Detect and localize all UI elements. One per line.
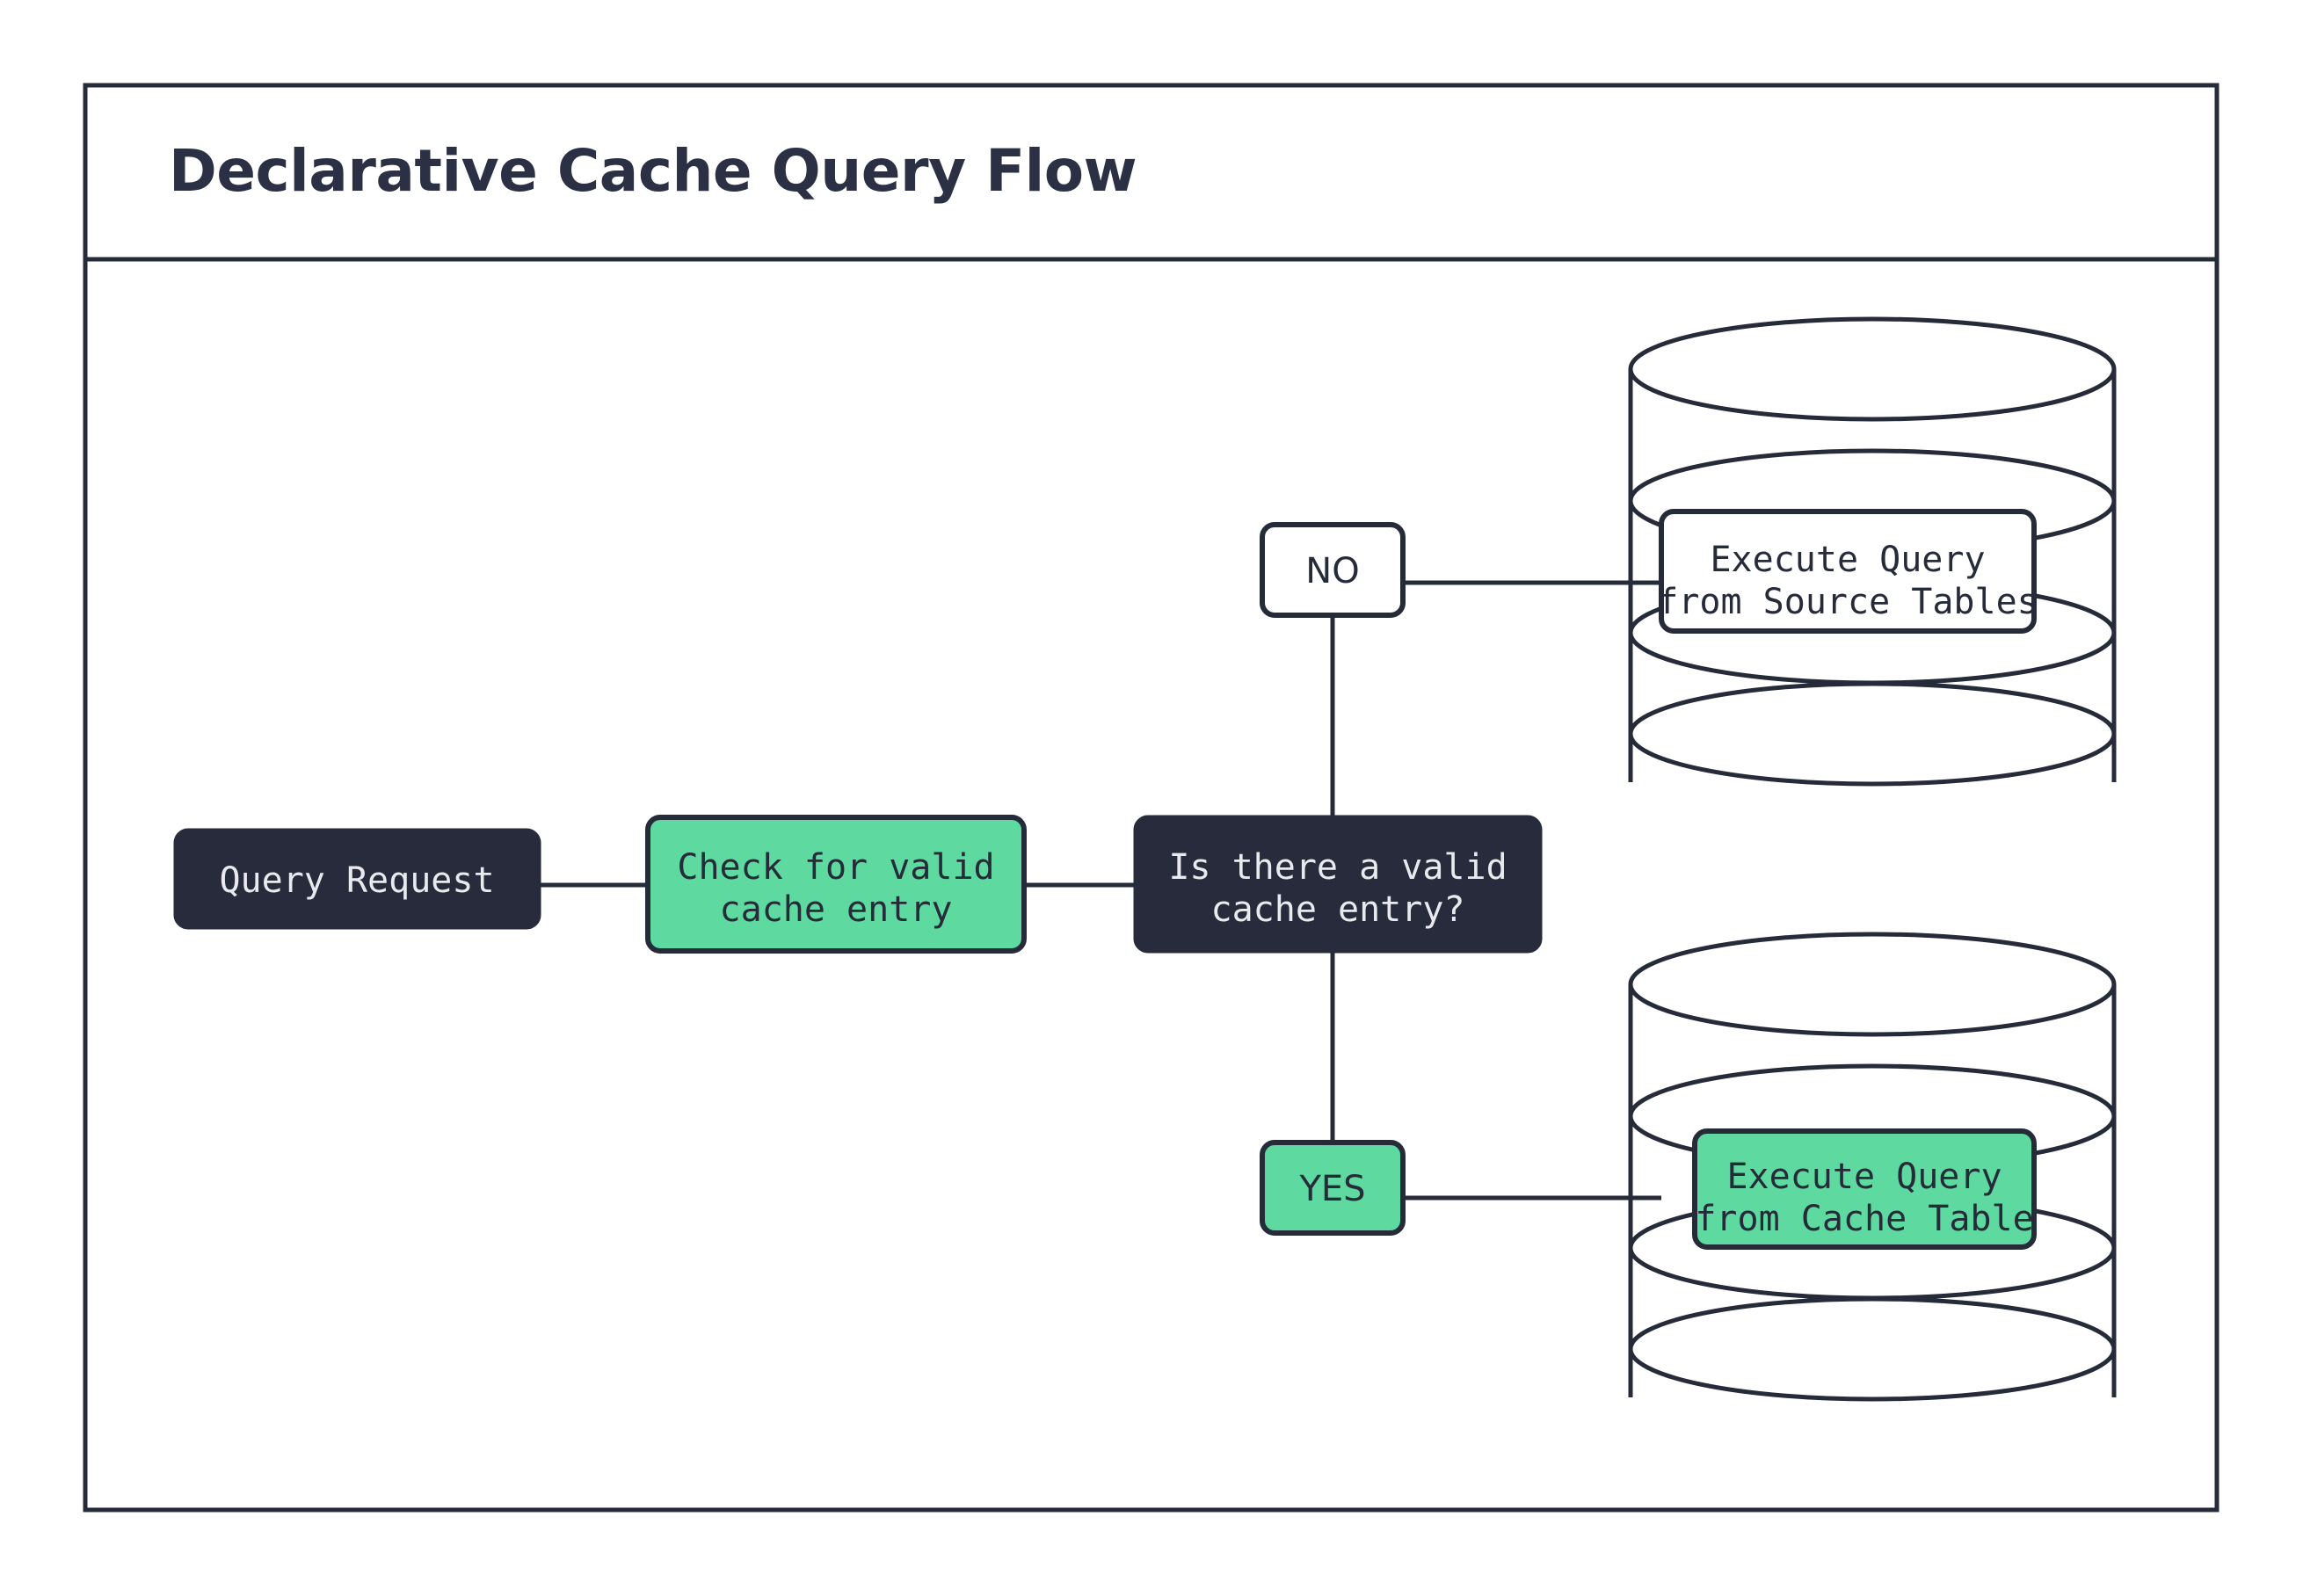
db-disc-bottom [1628, 1296, 2117, 1402]
query-request-box [173, 828, 541, 930]
node-decision-valid-cache[interactable]: Is there a valid cache entry? [1133, 815, 1543, 954]
cache-table-label-plate [1692, 1128, 2037, 1250]
decision-box [1133, 815, 1543, 954]
source-tables-label-line2: from Source Tables [1657, 582, 2038, 622]
edge-label-no[interactable]: NO [1260, 522, 1406, 618]
node-check-cache[interactable]: Check for valid cache entry [645, 815, 1027, 954]
db-disc-top [1628, 316, 2117, 422]
query-request-label: Query Request [219, 860, 494, 901]
no-label-text: NO [1305, 551, 1359, 591]
source-tables-label-line1: Execute Query [1710, 540, 1985, 580]
db-disc-top [1628, 932, 2117, 1037]
edge-label-yes[interactable]: YES [1260, 1140, 1406, 1236]
yes-label-box [1260, 1140, 1406, 1236]
cache-table-label-line2: from Cache Table [1695, 1199, 2033, 1239]
page-title: Declarative Cache Query Flow [169, 137, 1137, 205]
source-tables-label-plate [1659, 509, 2037, 634]
check-cache-box [645, 815, 1027, 954]
check-cache-label-line1: Check for valid [677, 847, 994, 888]
diagram-frame [83, 83, 2219, 1513]
yes-label-text: YES [1298, 1169, 1365, 1209]
no-label-box [1260, 522, 1406, 618]
cache-table-label-line1: Execute Query [1726, 1157, 2002, 1197]
check-cache-label-line2: cache entry [720, 889, 953, 930]
db-disc-bottom [1628, 681, 2117, 787]
source-tables-db-cylinder[interactable]: Execute Query from Source Tables [1628, 316, 2117, 787]
decision-label-line2: cache entry? [1211, 889, 1465, 930]
decision-label-line1: Is there a valid [1168, 847, 1507, 888]
node-query-request[interactable]: Query Request [173, 828, 541, 930]
cache-table-db-cylinder[interactable]: Execute Query from Cache Table [1628, 932, 2117, 1402]
